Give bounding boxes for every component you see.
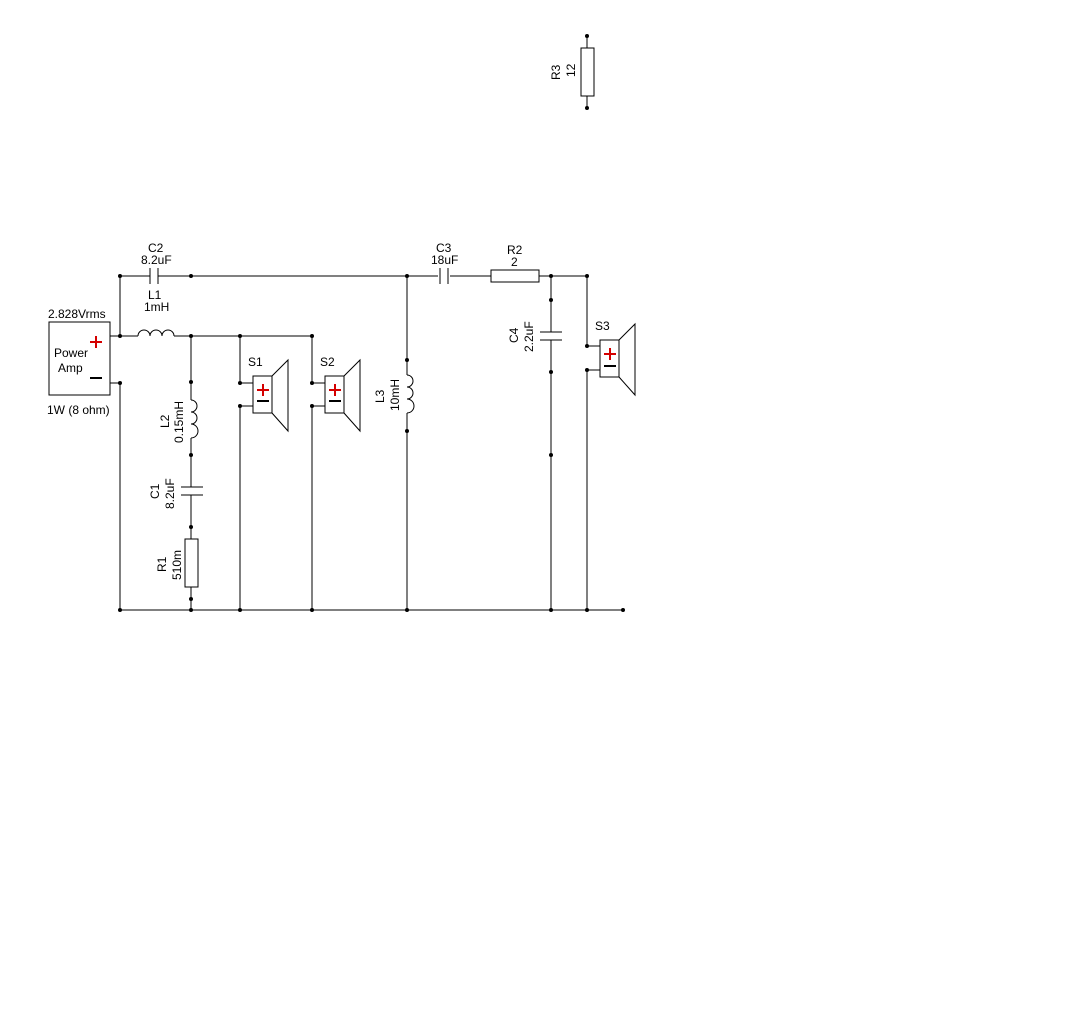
power-amp-label-1: Power — [54, 346, 88, 360]
c2-value: 8.2uF — [141, 253, 172, 267]
r3-ref: R3 — [549, 64, 563, 80]
c2-ref: C2 — [148, 241, 164, 255]
junction-dot — [238, 608, 242, 612]
c1-ref: C1 — [148, 483, 162, 499]
junction-dot — [585, 106, 589, 110]
r2-body — [490, 269, 540, 283]
c4-value: 2.2uF — [522, 321, 536, 352]
junction-dot — [189, 525, 193, 529]
speaker-s2[interactable]: S2 — [320, 355, 361, 433]
junction-dot — [549, 370, 553, 374]
s3-ref: S3 — [595, 319, 610, 333]
s1-cone — [271, 358, 289, 433]
s3-cone — [618, 322, 636, 397]
junction-dot — [585, 34, 589, 38]
speaker-s1[interactable]: S1 — [248, 355, 289, 433]
inductor-l2[interactable]: L2 0.15mH — [158, 399, 199, 443]
r1-value: 510m — [170, 550, 184, 580]
junction-dot — [118, 381, 122, 385]
junction-dot — [405, 608, 409, 612]
junction-dot — [310, 404, 314, 408]
l3-value: 10mH — [388, 379, 402, 411]
l2-value: 0.15mH — [172, 401, 186, 443]
c3-ref: C3 — [436, 241, 452, 255]
junction-dots — [118, 34, 625, 612]
l3-ref: L3 — [373, 389, 387, 403]
inductor-l3[interactable]: L3 10mH — [373, 374, 415, 414]
junction-dot — [585, 368, 589, 372]
junction-dot — [118, 334, 122, 338]
c3-value: 18uF — [431, 253, 458, 267]
power-amp[interactable]: Power Amp 2.828Vrms 1W (8 ohm) — [47, 307, 111, 417]
l1-coil — [137, 329, 175, 337]
capacitor-c1[interactable]: C1 8.2uF — [148, 478, 203, 509]
power-amp-box — [48, 321, 111, 396]
capacitor-c2[interactable]: C2 8.2uF — [141, 241, 172, 284]
power-amp-voltage: 2.828Vrms — [48, 307, 106, 321]
junction-dot — [310, 608, 314, 612]
junction-dot — [238, 381, 242, 385]
junction-dot — [189, 334, 193, 338]
junction-dot — [310, 334, 314, 338]
resistor-r3[interactable]: R3 12 — [549, 47, 595, 97]
junction-dot — [189, 608, 193, 612]
r2-value: 2 — [511, 255, 518, 269]
l3-coil — [406, 374, 415, 414]
junction-dot — [189, 380, 193, 384]
capacitor-c3[interactable]: C3 18uF — [431, 241, 458, 284]
inductor-l1[interactable]: L1 1mH — [137, 288, 175, 337]
junction-dot — [549, 608, 553, 612]
junction-dot — [621, 608, 625, 612]
c1-value: 8.2uF — [163, 478, 177, 509]
resistor-r1[interactable]: R1 510m — [155, 538, 199, 588]
junction-dot — [549, 453, 553, 457]
junction-dot — [405, 429, 409, 433]
junction-dot — [585, 608, 589, 612]
junction-dot — [585, 274, 589, 278]
junction-dot — [405, 274, 409, 278]
junction-dot — [118, 274, 122, 278]
power-amp-rating: 1W (8 ohm) — [47, 403, 110, 417]
s1-ref: S1 — [248, 355, 263, 369]
junction-dot — [549, 274, 553, 278]
junction-dot — [238, 404, 242, 408]
junction-dot — [189, 453, 193, 457]
junction-dot — [310, 381, 314, 385]
wires — [110, 36, 623, 611]
r2-ref: R2 — [507, 243, 523, 257]
junction-dot — [585, 344, 589, 348]
s2-cone — [343, 358, 361, 433]
r3-value: 12 — [564, 63, 578, 77]
junction-dot — [189, 274, 193, 278]
s2-ref: S2 — [320, 355, 335, 369]
junction-dot — [118, 608, 122, 612]
l1-ref: L1 — [148, 288, 162, 302]
l1-value: 1mH — [144, 300, 169, 314]
r1-body — [184, 538, 199, 588]
capacitor-c4[interactable]: C4 2.2uF — [507, 321, 562, 352]
junction-dot — [405, 358, 409, 362]
junction-dot — [238, 334, 242, 338]
speaker-s3[interactable]: S3 — [595, 319, 636, 397]
l2-coil — [190, 399, 199, 439]
r1-ref: R1 — [155, 556, 169, 572]
l2-ref: L2 — [158, 414, 172, 428]
junction-dot — [549, 298, 553, 302]
resistor-r2[interactable]: R2 2 — [490, 243, 540, 283]
junction-dot — [189, 597, 193, 601]
power-amp-label-2: Amp — [58, 361, 83, 375]
c4-ref: C4 — [507, 327, 521, 343]
r3-body — [580, 47, 595, 97]
